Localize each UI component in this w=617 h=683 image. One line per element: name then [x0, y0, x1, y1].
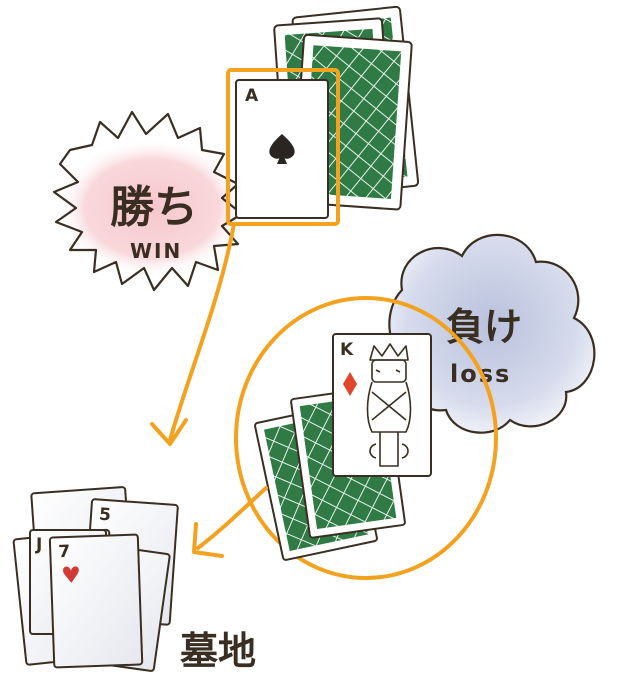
heart-icon — [63, 566, 79, 583]
ace-card: A — [226, 68, 340, 226]
grave-card-rank-5: 5 — [98, 505, 111, 526]
win-burst: 勝ち WIN — [52, 110, 247, 292]
diamond-icon — [343, 372, 357, 396]
graveyard-pile: 5 J 7 — [12, 486, 179, 672]
grave-card-rank-j: J — [35, 535, 42, 555]
king-figure — [366, 343, 412, 467]
graveyard-label: 墓地 — [180, 629, 256, 673]
loss-label-jp: 負け — [446, 305, 522, 349]
loss-to-graveyard-arrow — [192, 486, 268, 558]
win-label-jp: 勝ち — [110, 182, 198, 233]
loss-cloud: 負け loss — [388, 233, 596, 434]
win-label-en: WIN — [130, 239, 182, 263]
grave-card-rank-7: 7 — [58, 542, 71, 562]
king-highlight-circle — [234, 296, 498, 580]
king-rank: K — [340, 340, 354, 360]
win-to-graveyard-arrow — [150, 222, 236, 446]
spade-icon — [269, 134, 295, 164]
ace-rank: A — [245, 86, 259, 106]
king-card: K — [332, 333, 432, 477]
